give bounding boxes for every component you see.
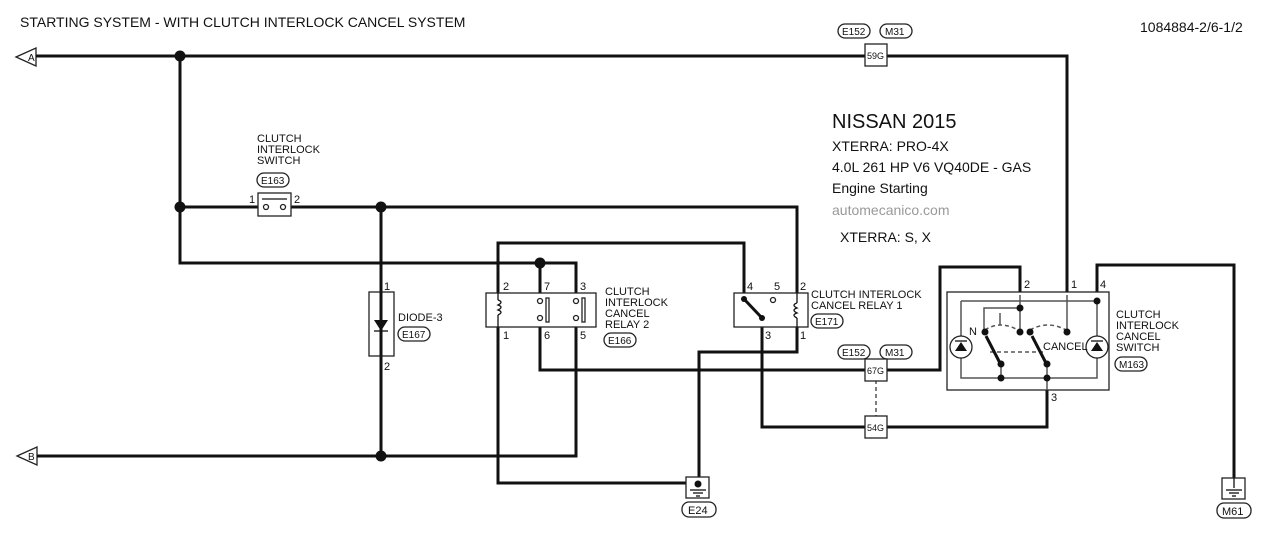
svg-text:M163: M163 bbox=[1119, 360, 1144, 371]
svg-text:5: 5 bbox=[580, 330, 586, 342]
svg-text:INTERLOCK: INTERLOCK bbox=[605, 297, 669, 309]
svg-text:7: 7 bbox=[544, 281, 550, 293]
off-page-connector-b[interactable]: B bbox=[15, 445, 38, 467]
svg-text:E24: E24 bbox=[688, 505, 708, 517]
info-applies-to: XTERRA: S, X bbox=[840, 229, 932, 245]
svg-text:1: 1 bbox=[503, 330, 509, 342]
svg-text:CANCEL: CANCEL bbox=[1116, 331, 1161, 343]
junction-dots bbox=[174, 50, 546, 462]
svg-text:E163: E163 bbox=[261, 176, 285, 187]
svg-text:E166: E166 bbox=[608, 336, 632, 347]
svg-text:2: 2 bbox=[384, 361, 390, 373]
svg-text:2: 2 bbox=[800, 281, 806, 293]
coil-icon bbox=[793, 293, 799, 327]
info-system: Engine Starting bbox=[832, 180, 928, 196]
wire-r1-pin1-to-ground bbox=[697, 327, 799, 483]
svg-text:SWITCH: SWITCH bbox=[1116, 342, 1159, 354]
svg-text:3: 3 bbox=[765, 330, 771, 342]
connector-59g[interactable]: E152 M31 59G bbox=[837, 23, 913, 67]
wire-clutch-switch-out bbox=[291, 205, 799, 295]
clutch-interlock-cancel-relay-2[interactable]: 2 7 3 1 6 5 CLUTCH INTERLOCK CANCEL RELA… bbox=[485, 281, 669, 348]
ground-icon bbox=[690, 489, 706, 497]
ground-e24[interactable]: E24 bbox=[681, 476, 717, 518]
svg-text:CLUTCH INTERLOCK: CLUTCH INTERLOCK bbox=[811, 289, 922, 301]
wire-a-drop bbox=[178, 56, 540, 265]
wire-r2-pin3 bbox=[540, 261, 578, 295]
svg-text:2: 2 bbox=[294, 194, 300, 206]
wire-r2-pin2-to-r1-pin4 bbox=[496, 241, 746, 295]
svg-text:E152: E152 bbox=[842, 27, 866, 38]
wire-54g-to-cancel-pin3 bbox=[886, 390, 1049, 429]
info-make-year: NISSAN 2015 bbox=[832, 111, 957, 133]
info-source[interactable]: automecanico.com bbox=[832, 202, 950, 218]
diagram-title: STARTING SYSTEM - WITH CLUTCH INTERLOCK … bbox=[20, 14, 465, 30]
svg-text:M31: M31 bbox=[885, 348, 905, 359]
svg-text:2: 2 bbox=[503, 281, 509, 293]
clutch-interlock-switch[interactable]: CLUTCH INTERLOCK SWITCH E163 1 2 bbox=[249, 133, 321, 217]
svg-text:1: 1 bbox=[384, 281, 390, 293]
svg-text:RELAY 2: RELAY 2 bbox=[605, 319, 649, 331]
svg-text:1: 1 bbox=[1071, 279, 1077, 291]
svg-text:1: 1 bbox=[249, 194, 255, 206]
svg-text:CLUTCH: CLUTCH bbox=[1116, 309, 1161, 321]
ground-icon bbox=[1226, 478, 1242, 497]
svg-text:INTERLOCK: INTERLOCK bbox=[257, 144, 321, 156]
svg-text:5: 5 bbox=[774, 281, 780, 293]
svg-text:E167: E167 bbox=[402, 330, 426, 341]
svg-text:E152: E152 bbox=[842, 348, 866, 359]
svg-text:CANCEL RELAY 1: CANCEL RELAY 1 bbox=[811, 300, 903, 312]
svg-text:SWITCH: SWITCH bbox=[257, 155, 300, 167]
svg-text:CLUTCH: CLUTCH bbox=[605, 286, 650, 298]
svg-text:A: A bbox=[28, 53, 35, 64]
svg-text:4: 4 bbox=[747, 281, 753, 293]
indicator-led-icon bbox=[949, 335, 973, 359]
svg-text:E171: E171 bbox=[815, 317, 839, 328]
indicator-led-icon bbox=[1085, 335, 1109, 359]
ground-m61[interactable]: M61 bbox=[1216, 477, 1252, 519]
wire-r2-pin1-to-ground bbox=[496, 327, 699, 485]
svg-text:54G: 54G bbox=[867, 423, 884, 433]
clutch-interlock-cancel-switch[interactable]: N CANCEL 2 1 4 3 CLUTCH INTERLOCK CANCEL… bbox=[946, 279, 1180, 404]
svg-text:6: 6 bbox=[544, 330, 550, 342]
coil-icon bbox=[496, 293, 502, 327]
wire-r2-pin6-to-67g bbox=[538, 320, 866, 372]
connector-67g[interactable]: E152 M31 67G bbox=[837, 344, 913, 382]
svg-text:DIODE-3: DIODE-3 bbox=[398, 312, 443, 324]
diagram-code: 1084884-2/6-1/2 bbox=[1140, 19, 1243, 35]
clutch-interlock-cancel-relay-1[interactable]: 4 5 2 3 1 CLUTCH INTERLOCK CANCEL RELAY … bbox=[733, 281, 922, 342]
svg-text:59G: 59G bbox=[867, 51, 884, 61]
wire-67g-to-cancel-pin2 bbox=[886, 265, 1022, 372]
wire-59g-to-cancel-pin1 bbox=[886, 54, 1069, 295]
wire-b-main bbox=[37, 295, 578, 458]
connector-54g[interactable]: 54G bbox=[864, 415, 888, 439]
info-model-trim: XTERRA: PRO-4X bbox=[832, 138, 949, 154]
wire-r1-pin3-to-54g bbox=[760, 327, 866, 429]
svg-text:67G: 67G bbox=[867, 366, 884, 376]
svg-text:CANCEL: CANCEL bbox=[605, 308, 650, 320]
svg-text:INTERLOCK: INTERLOCK bbox=[1116, 320, 1180, 332]
wire-cancel-pin4-to-ground bbox=[1095, 263, 1236, 480]
diode-3[interactable]: 1 2 DIODE-3 E167 bbox=[368, 281, 443, 373]
svg-text:CLUTCH: CLUTCH bbox=[257, 133, 302, 145]
svg-text:CANCEL: CANCEL bbox=[1043, 341, 1088, 353]
svg-text:3: 3 bbox=[580, 281, 586, 293]
svg-text:B: B bbox=[28, 452, 35, 463]
svg-text:4: 4 bbox=[1100, 279, 1106, 291]
off-page-connector-a[interactable]: A bbox=[14, 46, 37, 68]
svg-text:N: N bbox=[969, 326, 977, 338]
svg-text:2: 2 bbox=[1024, 279, 1030, 291]
wires bbox=[36, 54, 1236, 485]
svg-text:1: 1 bbox=[800, 330, 806, 342]
vehicle-info-block: NISSAN 2015 XTERRA: PRO-4X 4.0L 261 HP V… bbox=[832, 111, 1031, 245]
svg-text:M61: M61 bbox=[1222, 506, 1243, 518]
info-engine: 4.0L 261 HP V6 VQ40DE - GAS bbox=[832, 159, 1031, 175]
svg-text:3: 3 bbox=[1051, 392, 1057, 404]
svg-text:M31: M31 bbox=[885, 27, 905, 38]
